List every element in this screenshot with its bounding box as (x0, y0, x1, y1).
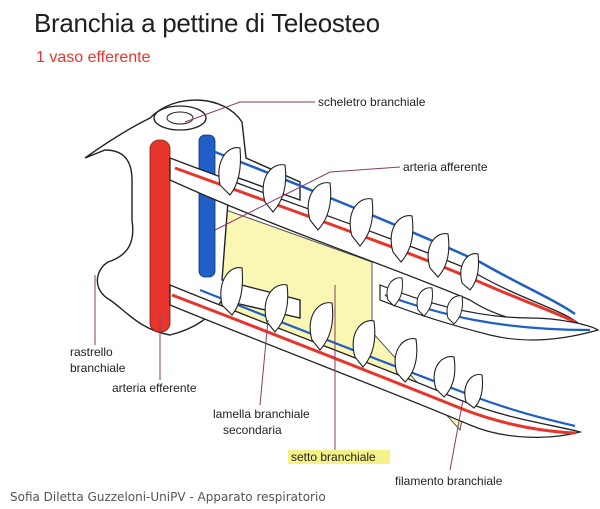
label-rastrello-2: branchiale (70, 361, 126, 375)
lower-filament-red-vessel (171, 293, 576, 435)
diagram-title: Branchia a pettine di Teleosteo (34, 8, 380, 38)
afferent-vessel-main (198, 134, 216, 278)
label-arteria-efferente: arteria efferente (112, 381, 197, 395)
lamella (386, 277, 403, 307)
lamella (218, 147, 242, 196)
lamella (394, 338, 418, 383)
lamella (460, 253, 480, 291)
label-filamento-branchiale: filamento branchiale (395, 474, 503, 488)
label-lamella-2: secondaria (223, 423, 282, 437)
pointer-lines (94, 101, 464, 471)
lamella (264, 284, 289, 333)
footer-credit: Sofia Diletta Guzzeloni-UniPV - Apparato… (10, 490, 326, 504)
lamella (446, 295, 463, 325)
pointer-lamella (259, 319, 269, 406)
lamella (464, 373, 484, 409)
middle-filament (379, 284, 600, 341)
upper-lamellae (218, 147, 480, 291)
middle-filament-blue-vessel (384, 293, 591, 332)
label-scheletro-branchiale: scheletro branchiale (318, 95, 426, 109)
label-lamella-1: lamella branchiale (213, 407, 310, 421)
lamella (427, 233, 450, 278)
diagram-subtitle: 1 vaso efferente (36, 49, 151, 66)
pointer-afferente (214, 166, 401, 231)
lamella (307, 182, 332, 231)
lower-lamellae (220, 267, 484, 409)
setto-highlight (288, 450, 390, 464)
lamella (433, 356, 456, 398)
label-rastrello-1: rastrello (70, 345, 113, 359)
lamella (416, 287, 433, 317)
skeleton-inner-ring (166, 111, 194, 125)
gill-arch (84, 99, 301, 336)
pointer-filamento (449, 399, 464, 471)
efferent-vessel-main (149, 139, 171, 333)
lamella (352, 320, 376, 368)
lamella (309, 302, 334, 351)
lamella (390, 215, 414, 263)
label-arteria-afferente: arteria afferente (403, 160, 488, 174)
pointer-scheletro (184, 101, 315, 123)
lower-filament (169, 284, 583, 438)
label-setto-branchiale: setto branchiale (291, 450, 376, 464)
lamella (220, 267, 244, 316)
middle-lamellae (386, 277, 463, 325)
lamella (349, 198, 374, 247)
lamella (262, 164, 287, 213)
